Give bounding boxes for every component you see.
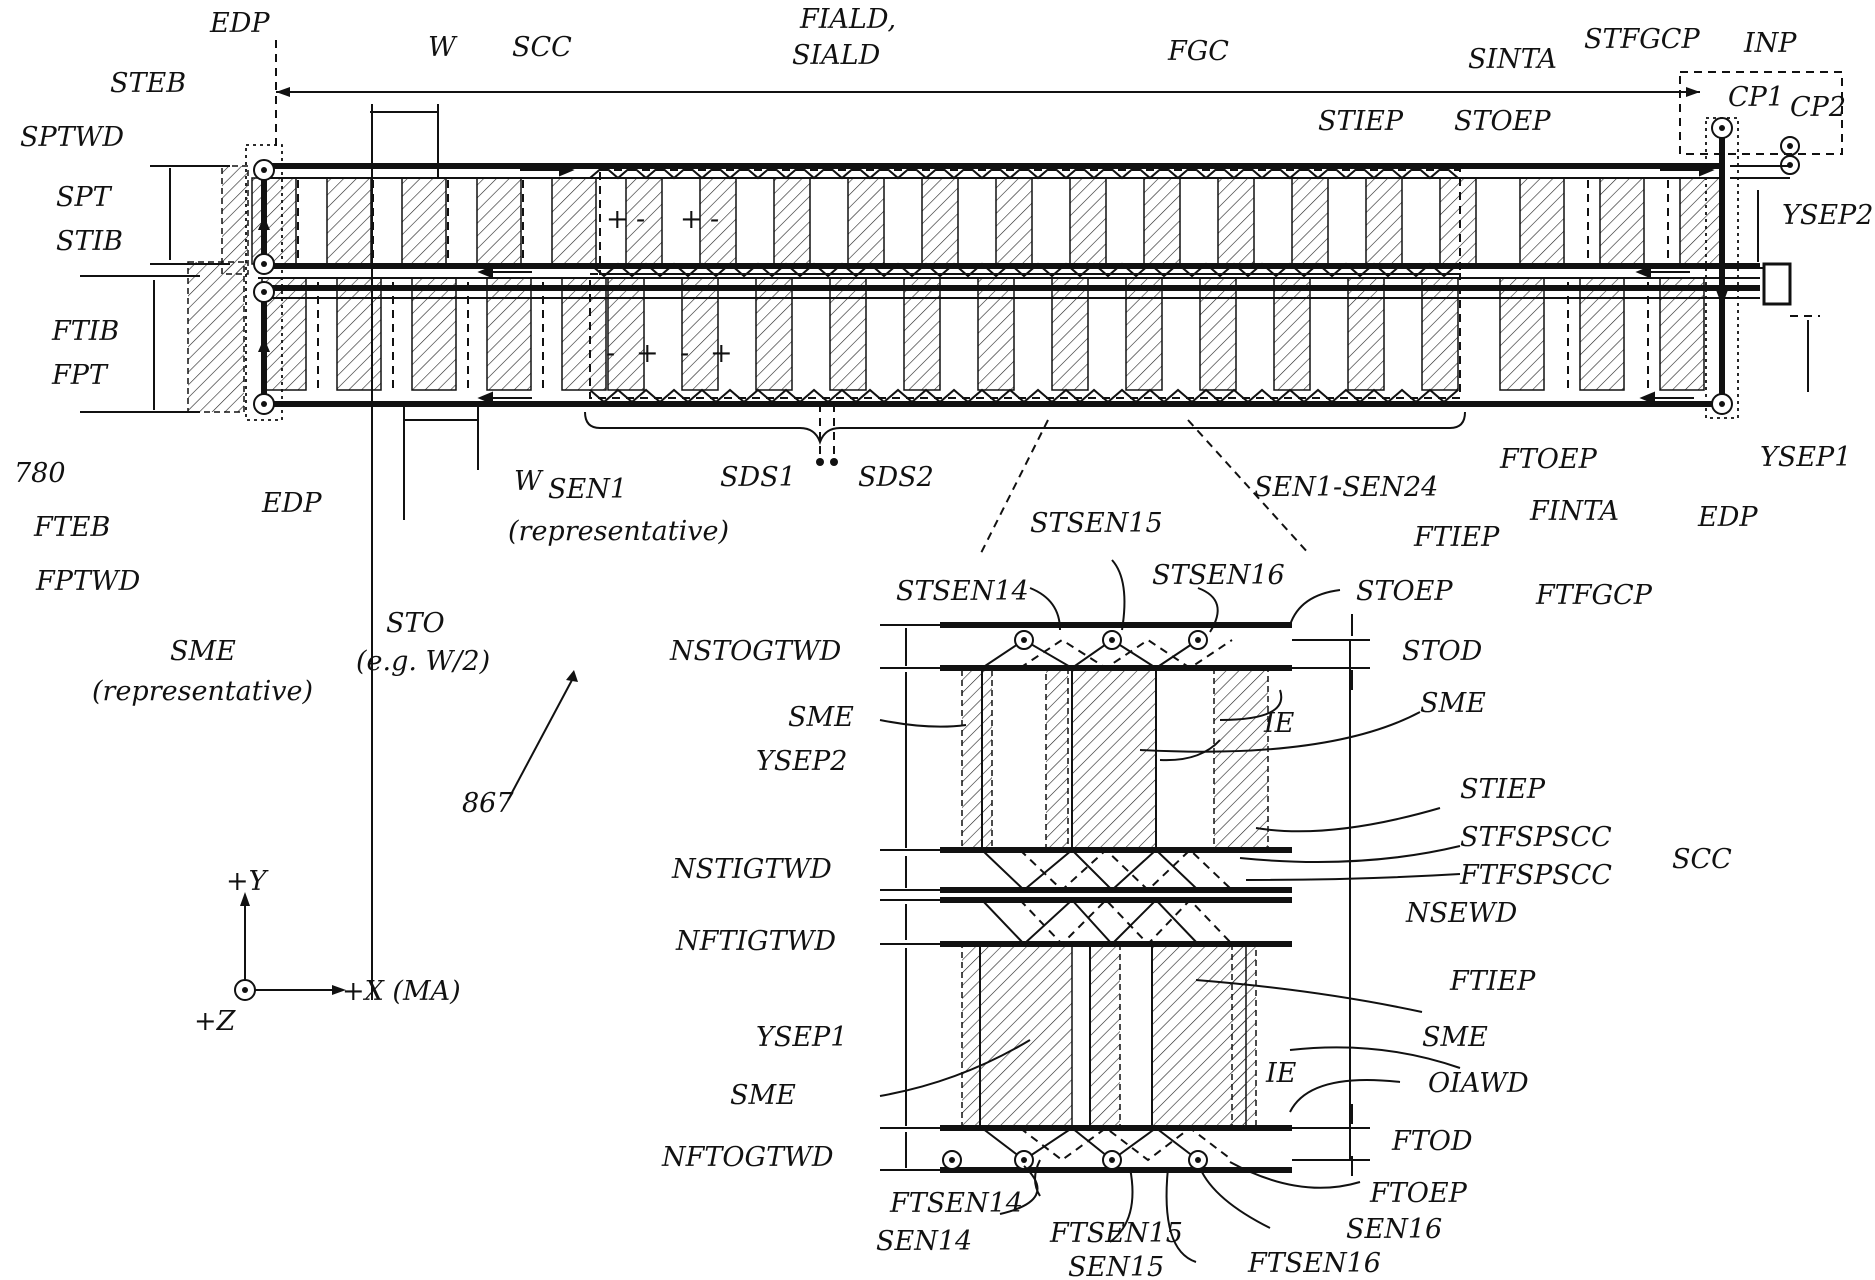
svg-text:-: -: [636, 204, 645, 235]
label-fptwd: FPTWD: [35, 566, 141, 597]
label-spt: SPT: [56, 182, 113, 213]
label-stoep-top: STOEP: [1454, 106, 1551, 137]
detail-view: [880, 560, 1460, 1262]
label-ftoep-top: FTOEP: [1499, 444, 1598, 475]
svg-text:+: +: [606, 204, 629, 235]
svg-text:-: -: [710, 204, 719, 235]
label-fiald: FIALD,: [799, 4, 896, 35]
label-edp-top: EDP: [209, 8, 270, 39]
sen-brace: [585, 412, 1465, 442]
label-sen15: SEN15: [1068, 1252, 1164, 1280]
label-axis-x: +X (MA): [342, 976, 461, 1007]
inp-terminal: [1764, 264, 1790, 304]
label-nstogtwd: NSTOGTWD: [669, 636, 842, 667]
label-sen1-sen24: SEN1-SEN24: [1254, 472, 1438, 503]
label-ftfgcp: FTFGCP: [1535, 580, 1653, 611]
label-oiawd: OIAWD: [1428, 1068, 1529, 1099]
label-sds2: SDS2: [858, 462, 934, 493]
label-stsen16: STSEN16: [1152, 560, 1285, 591]
label-steb: STEB: [110, 68, 186, 99]
label-fteb: FTEB: [33, 512, 110, 543]
label-ysep1-detail: YSEP1: [756, 1022, 847, 1053]
label-ie-bottom: IE: [1265, 1058, 1297, 1089]
label-sme-left-note: (representative): [92, 676, 313, 707]
label-sinta: SINTA: [1468, 44, 1557, 75]
label-scc-top: SCC: [512, 32, 572, 63]
label-stfgcp-top: STFGCP: [1584, 24, 1700, 55]
label-stiep-detail: STIEP: [1460, 774, 1546, 805]
label-stod: STOD: [1402, 636, 1483, 667]
label-ysep1-top: YSEP1: [1760, 442, 1851, 473]
label-nftigtwd: NFTIGTWD: [675, 926, 836, 957]
label-sme-d3: SME: [1422, 1022, 1488, 1053]
label-sptwd: SPTWD: [20, 122, 124, 153]
svg-text:+: +: [636, 338, 659, 369]
label-ftoep-detail: FTOEP: [1369, 1178, 1468, 1209]
label-ie-top: IE: [1263, 708, 1295, 739]
axis-triad: [235, 892, 346, 1000]
label-figure-867: 867: [462, 788, 514, 819]
label-stsen14: STSEN14: [896, 576, 1029, 607]
label-sme-d4: SME: [730, 1080, 796, 1111]
label-sme-d1: SME: [788, 702, 854, 733]
sme-representative-lower: [188, 262, 244, 412]
label-stfspscc: STFSPSCC: [1460, 822, 1612, 853]
label-w-top: W: [428, 32, 458, 63]
label-ftsen14: FTSEN14: [889, 1188, 1023, 1219]
svg-text:+: +: [680, 204, 703, 235]
label-ftfspscc: FTFSPSCC: [1459, 860, 1612, 891]
label-780: 780: [14, 458, 66, 489]
label-ftod: FTOD: [1391, 1126, 1473, 1157]
label-sds1: SDS1: [720, 462, 796, 493]
label-nstigtwd: NSTIGTWD: [671, 854, 832, 885]
label-sto-note: (e.g. W/2): [356, 646, 490, 677]
svg-text:-: -: [606, 338, 615, 369]
label-ftiep-detail: FTIEP: [1449, 966, 1536, 997]
label-sme-left: SME: [170, 636, 236, 667]
lower-sensing-elements: [262, 278, 1704, 390]
label-siald: SIALD: [792, 40, 881, 71]
label-finta: FINTA: [1529, 496, 1619, 527]
label-cp2: CP2: [1790, 92, 1846, 123]
svg-text:-: -: [680, 338, 689, 369]
label-ftib: FTIB: [51, 316, 119, 347]
label-sen16: SEN16: [1346, 1214, 1442, 1245]
label-sme-d2: SME: [1420, 688, 1486, 719]
sme-representative-upper: [222, 166, 248, 274]
label-sen1-representative: (representative): [508, 516, 729, 547]
label-sen1: SEN1: [548, 474, 627, 505]
label-nsewd: NSEWD: [1405, 898, 1518, 929]
label-stiep-top: STIEP: [1318, 106, 1404, 137]
label-ftiep-top: FTIEP: [1413, 522, 1500, 553]
label-ftsen16: FTSEN16: [1247, 1248, 1381, 1279]
label-nftogtwd: NFTOGTWD: [661, 1142, 834, 1173]
label-edp-bottom-right: EDP: [1697, 502, 1758, 533]
label-w-bottom: W: [514, 466, 544, 497]
label-stib: STIB: [56, 226, 123, 257]
label-edp-bottom-left: EDP: [261, 488, 322, 519]
upper-sensing-elements: [252, 178, 1724, 264]
label-scc-detail: SCC: [1672, 844, 1732, 875]
label-ftsen15: FTSEN15: [1049, 1218, 1183, 1249]
label-stoep-detail: STOEP: [1356, 576, 1453, 607]
label-cp1: CP1: [1728, 82, 1784, 113]
label-sto: STO: [386, 608, 445, 639]
label-inp: INP: [1743, 28, 1797, 59]
svg-text:+: +: [710, 338, 733, 369]
label-fpt: FPT: [51, 360, 109, 391]
label-axis-y: +Y: [226, 866, 269, 897]
label-stsen15: STSEN15: [1030, 508, 1163, 539]
label-fgc: FGC: [1167, 36, 1229, 67]
label-ysep2-top: YSEP2: [1782, 200, 1873, 231]
label-ysep2-detail: YSEP2: [756, 746, 847, 777]
label-sen14: SEN14: [876, 1226, 972, 1257]
lower-zigzag-bottom: [590, 390, 1458, 402]
label-axis-z: +Z: [194, 1006, 237, 1037]
